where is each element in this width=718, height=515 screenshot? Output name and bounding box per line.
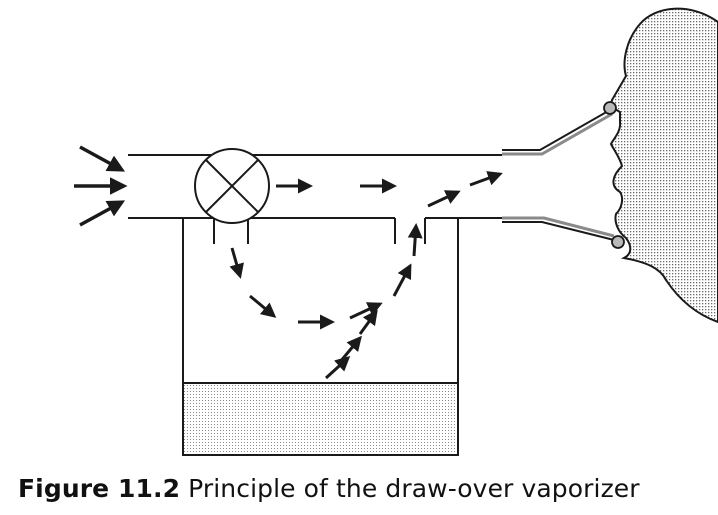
vaporizer-chamber [182, 218, 459, 456]
arrow-icon [358, 309, 378, 335]
liquid-anaesthetic [184, 383, 457, 454]
figure-label: Figure 11.2 [18, 474, 181, 503]
arrow-icon [349, 302, 383, 320]
arrow-icon [249, 294, 277, 318]
arrow-icon [324, 355, 351, 380]
arrow-icon [427, 190, 461, 208]
mouthpiece-upper-wall [502, 109, 611, 151]
mouthpiece-lower-knob [611, 235, 625, 249]
patient-face-silhouette [609, 7, 718, 324]
gas-flow-arrows [229, 171, 503, 380]
arrow-icon [469, 171, 503, 187]
incoming-air-arrows [74, 145, 128, 227]
figure-title: Principle of the draw-over vaporizer [188, 474, 640, 503]
arrow-icon [79, 145, 126, 172]
arrow-icon [338, 335, 362, 363]
arrow-icon [229, 247, 244, 279]
mouthpiece-lower-wall-shade [502, 216, 615, 238]
mouthpiece-upper-knob [603, 101, 617, 115]
mouthpiece-upper-wall-shade [502, 112, 613, 156]
mouthpiece-lower-wall [502, 221, 615, 241]
circle-with-x-valve-icon [194, 148, 270, 224]
arrow-icon [79, 200, 126, 227]
draw-over-vaporizer-diagram [74, 7, 718, 456]
arrow-icon [407, 223, 423, 257]
arrow-icon [392, 263, 412, 297]
